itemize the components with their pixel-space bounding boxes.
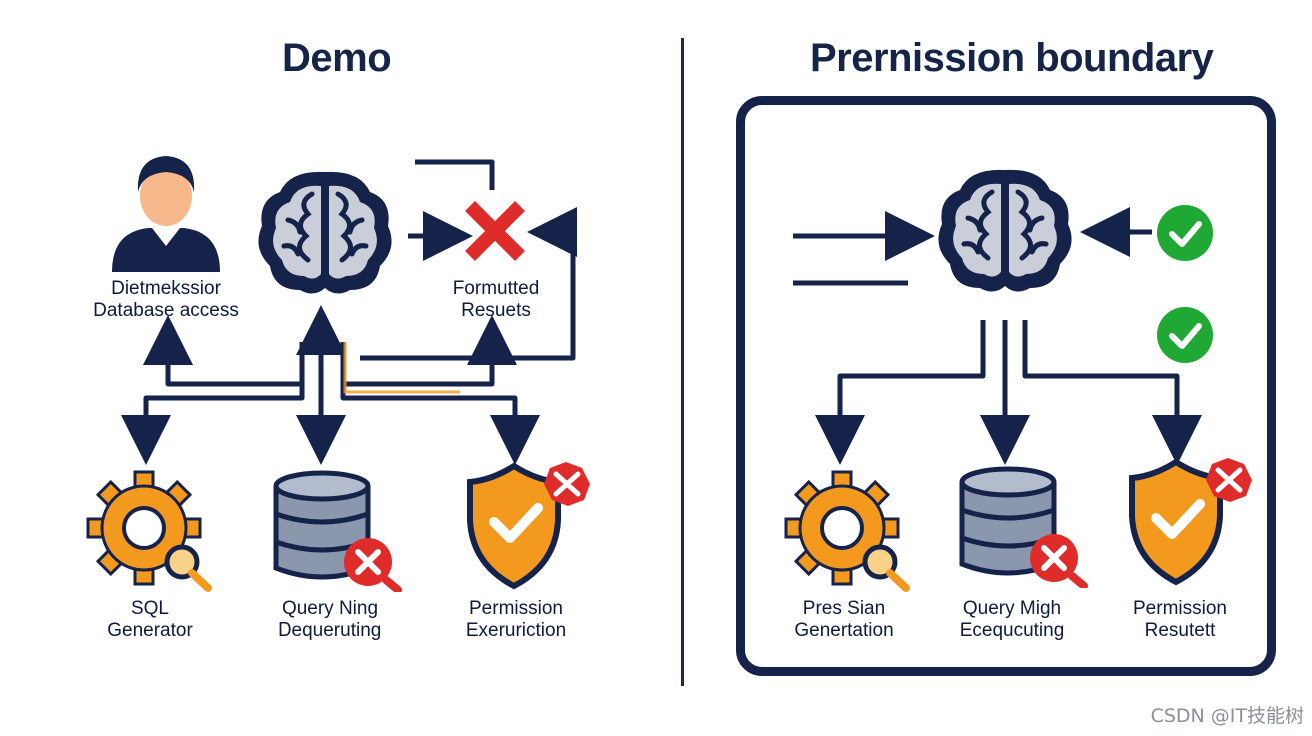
arrow-to-permission [340, 352, 540, 465]
arrow-to-pres-sian [815, 320, 986, 465]
highlight-path [343, 342, 460, 394]
brain-icon [258, 171, 392, 294]
arrow-to-permission-right [1022, 320, 1202, 465]
gear-search-icon [86, 470, 212, 592]
user-label: Dietmekssior Database access [93, 278, 239, 321]
database-blocked-icon [959, 466, 1088, 590]
check-icon [1156, 306, 1214, 369]
right-brain-node [930, 160, 1080, 315]
permission-left-label: Permission Exeruriction [465, 598, 567, 641]
user-icon [112, 156, 220, 272]
brain-icon [938, 169, 1072, 292]
shield-check-icon [1129, 458, 1252, 586]
right-panel-title: Prernission boundary [810, 36, 1214, 80]
check-icon [1156, 204, 1214, 267]
shield-check-icon [467, 462, 590, 590]
arrow-to-results [340, 315, 517, 387]
left-brain-node [250, 162, 400, 307]
query-node-label: Query Ning Ꭰequeruting [278, 598, 382, 641]
permission-boundary-box [736, 96, 1276, 676]
arrow-top-loop [415, 159, 495, 190]
left-shield-node [464, 460, 596, 595]
blocked-x-icon [462, 198, 528, 269]
sql-generator-label: SQL Generator [107, 598, 193, 641]
query-migh-label: Query Migh Ecequcuting [959, 598, 1065, 641]
right-shield-node [1126, 456, 1258, 591]
gear-search-icon [784, 470, 910, 592]
pres-sian-label: Pres Sian Genertation [794, 598, 894, 641]
database-blocked-icon [273, 470, 402, 594]
result-label: Formutted Resuets [452, 278, 540, 321]
right-database-node [958, 466, 1090, 593]
arrow-to-sql-generator [121, 342, 305, 465]
arrow-return-loop [360, 207, 577, 361]
permission-right-label: Permission Resutett [1133, 598, 1227, 641]
left-panel-title: Demo [282, 36, 392, 80]
left-database-node [272, 470, 404, 597]
right-gear-node [784, 470, 914, 599]
watermark: CSDN @IT技能树 [1150, 705, 1304, 727]
panel-divider [681, 38, 684, 686]
left-gear-node [86, 470, 216, 599]
arrow-to-user [143, 315, 305, 387]
user-node [104, 144, 228, 277]
